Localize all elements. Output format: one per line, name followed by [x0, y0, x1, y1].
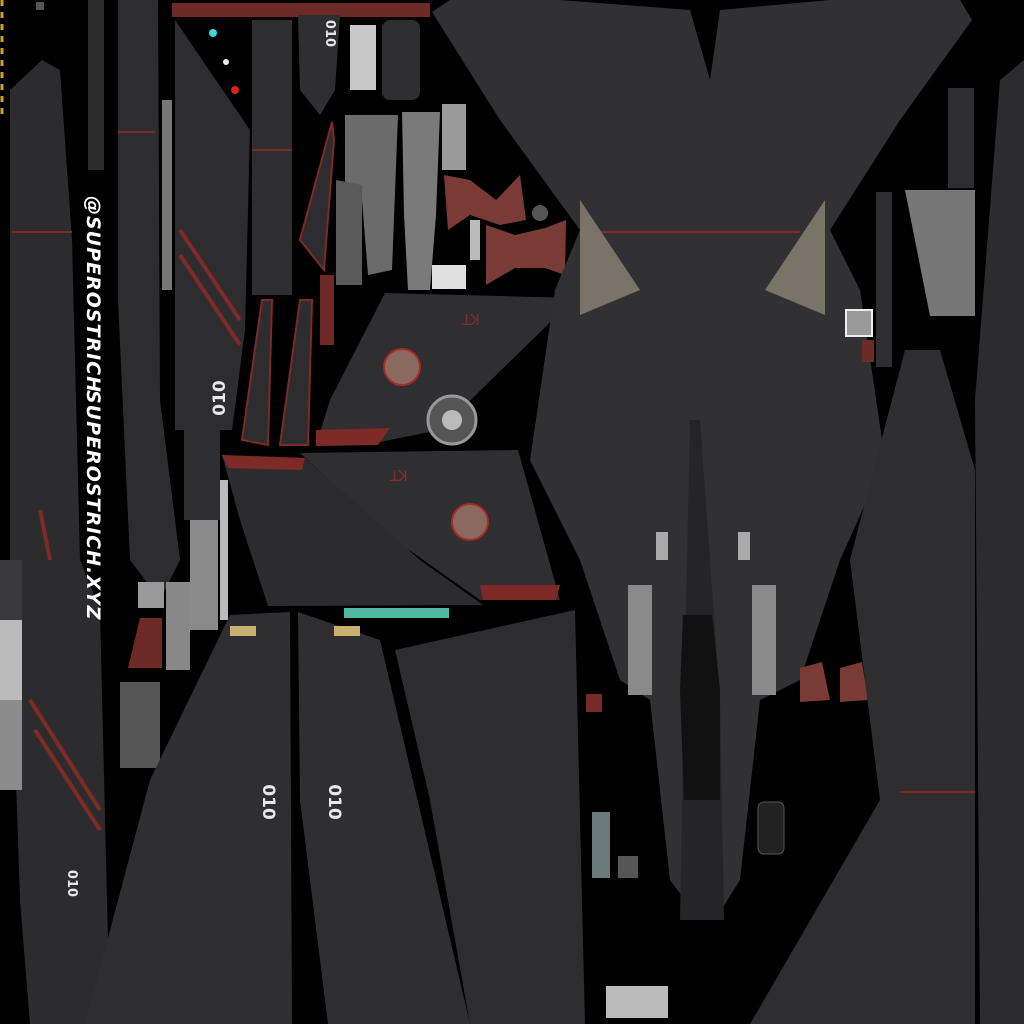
panel-part: [0, 560, 22, 620]
nav-light-white: [223, 59, 229, 65]
small-part: [606, 986, 668, 1018]
red-swatch: [862, 340, 874, 362]
stabilizer-panel: [222, 455, 483, 606]
nav-light-cyan: [209, 29, 217, 37]
wing-glove-panel: [395, 610, 585, 1024]
watermark-handle: @SUPEROSTRICH: [82, 196, 104, 393]
fuselage-strip: [252, 20, 292, 295]
metal-part: [0, 700, 22, 790]
modex-number: 010: [257, 784, 278, 820]
wheel-hub: [442, 410, 462, 430]
engine-part: [402, 112, 440, 290]
spine-panel: [118, 0, 180, 600]
metal-rail: [220, 480, 228, 620]
red-stripe: [33, 728, 102, 832]
gear-hub: [532, 205, 548, 221]
yellow-marker: [230, 626, 256, 636]
intake-panel: [175, 20, 250, 430]
red-part: [128, 618, 162, 668]
small-panel: [382, 20, 420, 100]
tail-code: KT: [390, 466, 408, 484]
red-vent: [800, 662, 830, 702]
intake-ramp-right: [765, 200, 825, 315]
squadron-emblem: [451, 503, 489, 541]
red-stripe: [28, 698, 102, 812]
vertical-stabilizer: [316, 293, 575, 445]
engine-part: [345, 115, 398, 275]
light-glare: [350, 25, 376, 90]
watermark-site: SUPEROSTRICH.XYZ: [82, 390, 104, 621]
machinery-part: [190, 520, 218, 630]
landing-gear-door: [444, 175, 526, 230]
gray-swatch: [845, 309, 873, 337]
red-stripe: [38, 509, 52, 561]
red-tip: [222, 455, 305, 470]
vent-panel: [752, 585, 776, 695]
squadron-emblem: [383, 348, 421, 386]
small-part: [586, 694, 602, 712]
cockpit-opening: [680, 615, 720, 800]
yellow-marker: [334, 626, 360, 636]
nose-panel: [298, 15, 340, 115]
vent-grille: [656, 532, 668, 560]
red-tip: [316, 428, 390, 446]
red-stripe: [178, 253, 242, 347]
nav-light-red: [231, 86, 239, 94]
modex-number: 010: [323, 784, 344, 820]
tail-code: KT: [462, 310, 480, 328]
vent-grille: [738, 532, 750, 560]
small-part: [166, 582, 190, 670]
red-stripe: [178, 228, 242, 322]
modex-number: 010: [322, 19, 338, 48]
metal-part: [0, 620, 22, 700]
small-panel: [184, 430, 220, 520]
red-vent: [840, 662, 868, 702]
ejection-seat: [757, 801, 785, 855]
flap-strip: [240, 299, 274, 447]
modex-number: 010: [209, 380, 230, 416]
white-patch: [432, 265, 466, 289]
engine-part: [336, 180, 362, 285]
grille-part: [442, 104, 466, 170]
flap-strip: [278, 299, 314, 446]
cyan-strip: [344, 608, 449, 618]
small-part: [138, 582, 164, 608]
thin-panel: [876, 192, 892, 367]
red-band: [172, 3, 430, 17]
engine-panel: [905, 190, 975, 316]
small-part: [618, 856, 638, 878]
small-part: [592, 812, 610, 878]
metal-rail: [162, 100, 172, 290]
wing-panel-right: [750, 350, 975, 1024]
fuselage-side-panel-right: [975, 60, 1024, 1024]
intake-ramp-left: [580, 200, 640, 315]
gear-strut: [470, 220, 480, 260]
small-part: [120, 682, 160, 768]
red-tip: [480, 585, 560, 600]
red-panel: [320, 275, 334, 345]
horizontal-stabilizer-right: [298, 612, 470, 1024]
landing-gear-door: [486, 220, 566, 285]
thin-panel: [948, 88, 974, 188]
horizontal-stabilizer-left: [85, 612, 292, 1024]
thin-panel: [88, 0, 104, 170]
marker-square: [36, 2, 44, 10]
modex-number: 010: [64, 869, 80, 898]
flap-strip: [298, 121, 336, 273]
vent-panel: [628, 585, 652, 695]
vertical-stabilizer: [300, 450, 560, 600]
